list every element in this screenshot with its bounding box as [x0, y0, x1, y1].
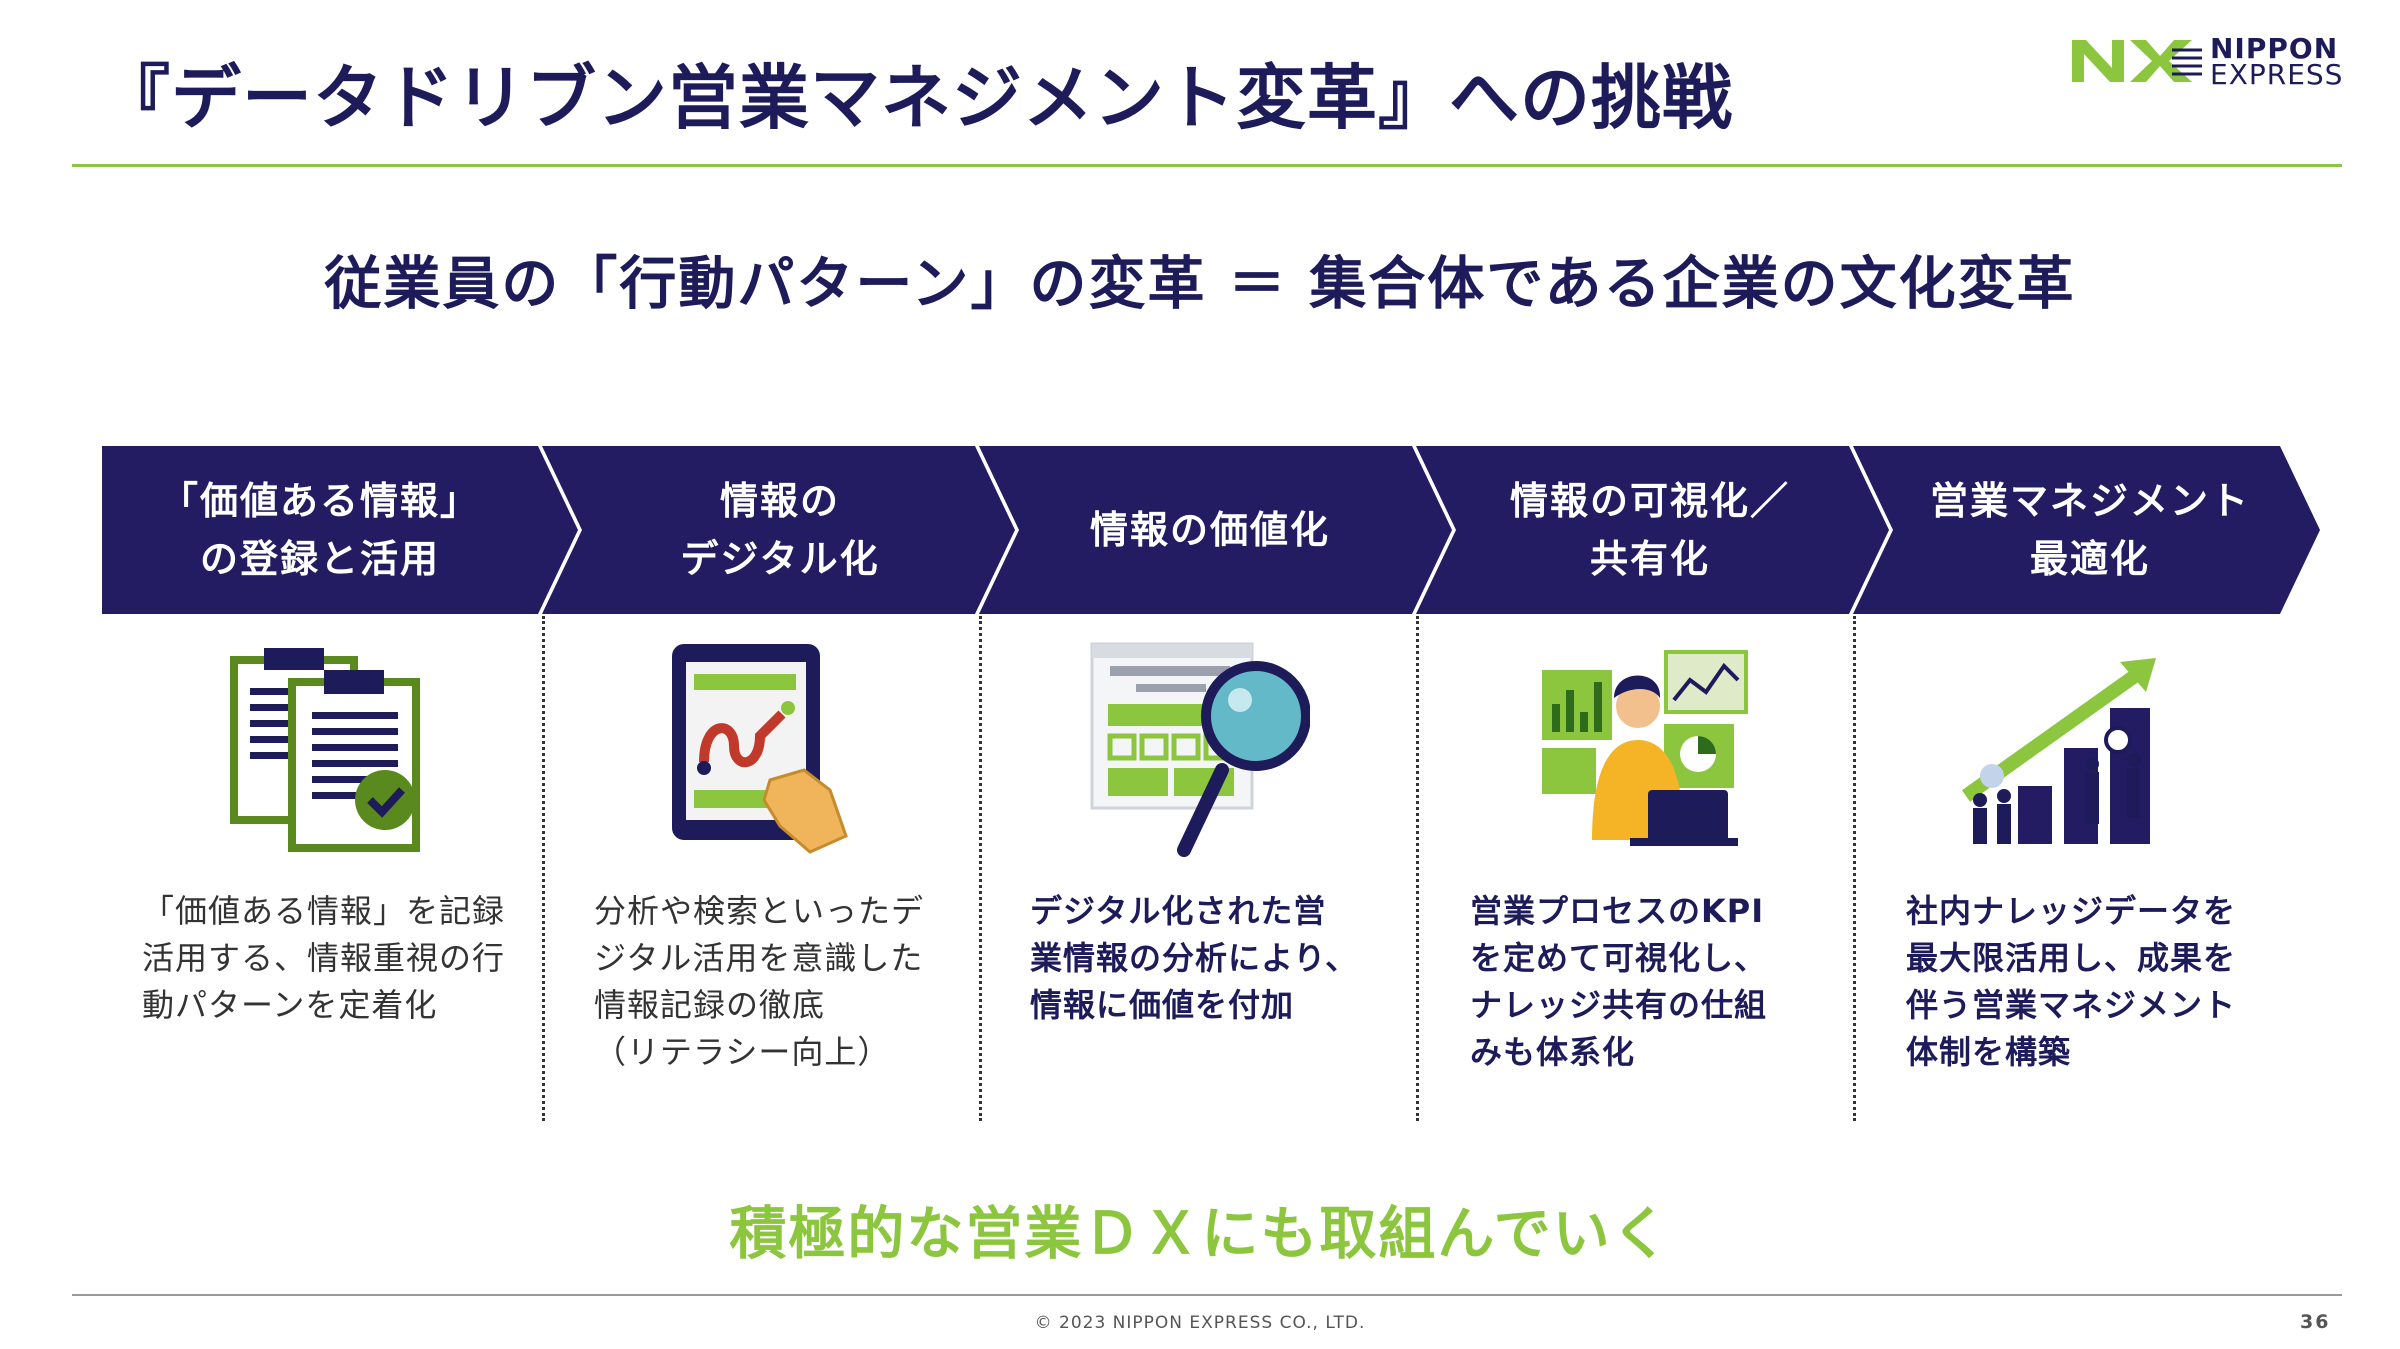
desc-line: ナレッジ共有の仕組: [1470, 986, 1768, 1024]
desc-line: 情報に価値を付加: [1030, 986, 1295, 1024]
step-5-label-line: 最適化: [2029, 537, 2150, 581]
header-rule: [72, 164, 2342, 167]
desc-line: ジタル活用を意識した: [594, 939, 924, 977]
nx-logo-icon: [2072, 40, 2202, 82]
copyright: © 2023 NIPPON EXPRESS CO., LTD.: [1034, 1313, 1366, 1333]
step-4-label: 情報の可視化／ 共有化: [1440, 446, 1860, 614]
step-5-label: 営業マネジメント最適化: [1880, 446, 2300, 614]
footer-rule: [72, 1294, 2342, 1296]
logo-line-1: NIPPON: [2210, 32, 2339, 65]
subtitle: 従業員の「行動パターン」の変革 ＝ 集合体である企業の文化変革: [324, 251, 2076, 317]
magnifier-analysis-icon: [1090, 642, 1310, 857]
desc-line: 伴う営業マネジメント: [1906, 986, 2237, 1024]
dashboard-person-icon: [1542, 650, 1748, 846]
step-2-description: 分析や検索といったデ ジタル活用を意識した 情報記録の徹底 （リテラシー向上）: [594, 888, 974, 1076]
step-4-description: 営業プロセスのKPI を定めて可視化し、 ナレッジ共有の仕組 みも体系化: [1470, 888, 1850, 1076]
step-1-label-line: の登録と活用: [199, 537, 440, 581]
step-1-label: 「価値ある情報」の登録と活用: [102, 446, 538, 614]
step-3-description: デジタル化された営 業情報の分析により、 情報に価値を付加: [1030, 888, 1410, 1029]
desc-line: 「価値ある情報」を記録: [142, 892, 506, 930]
column-divider: [1853, 616, 1856, 1121]
chevron-step-1: [102, 446, 578, 614]
desc-line: 情報記録の徹底: [594, 986, 826, 1024]
chevron-step-5: [1853, 446, 2320, 614]
page-number: 36: [2300, 1311, 2331, 1333]
step-2-label-line: デジタル化: [680, 537, 880, 581]
column-divider: [542, 616, 545, 1121]
process-chevron-banner: [102, 446, 2320, 614]
desc-line: 活用する、情報重視の行: [142, 939, 506, 977]
desc-line: 社内ナレッジデータを: [1906, 892, 2237, 930]
desc-line: みも体系化: [1470, 1033, 1636, 1071]
desc-line: 動パターンを定着化: [142, 986, 438, 1024]
chevron-step-4: [1416, 446, 1889, 614]
step-1-label-line: 「価値ある情報」: [159, 479, 480, 523]
step-4-label-line: 共有化: [1589, 537, 1710, 581]
logo-line-2: EXPRESS: [2210, 58, 2344, 91]
logo-wordmark: NIPPON EXPRESS: [2210, 32, 2344, 91]
step-5-label-line: 営業マネジメント: [1929, 479, 2250, 523]
desc-line: 体制を構築: [1906, 1033, 2072, 1071]
step-2-label: 情報のデジタル化: [570, 446, 990, 614]
chevron-step-3: [979, 446, 1452, 614]
step-3-label-line: 情報の価値化: [1089, 508, 1330, 552]
growth-chart-team-icon: [1961, 658, 2156, 844]
step-5-description: 社内ナレッジデータを 最大限活用し、成果を 伴う営業マネジメント 体制を構築: [1906, 888, 2286, 1076]
column-divider: [979, 616, 982, 1121]
column-divider: [1416, 616, 1419, 1121]
desc-line: （リテラシー向上）: [594, 1033, 891, 1071]
nippon-express-logo: NIPPON EXPRESS: [2072, 32, 2344, 91]
clipboard-checklist-icon: [230, 648, 420, 852]
step-1-description: 「価値ある情報」を記録 活用する、情報重視の行 動パターンを定着化: [142, 888, 522, 1029]
chevron-step-2: [542, 446, 1015, 614]
tablet-touch-icon: [672, 644, 848, 854]
step-4-label-line: 情報の可視化／: [1509, 479, 1790, 523]
desc-line: 営業プロセスのKPI: [1470, 892, 1765, 930]
desc-line: を定めて可視化し、: [1470, 939, 1768, 977]
page-title: 『データドリブン営業マネジメント変革』への挑戦: [100, 57, 1733, 139]
desc-line: デジタル化された営: [1030, 892, 1327, 930]
step-3-label: 情報の価値化: [1000, 446, 1420, 614]
desc-line: 業情報の分析により、: [1030, 939, 1359, 977]
closing-statement: 積極的な営業ＤＸにも取組んでいく: [729, 1201, 1671, 1267]
desc-line: 最大限活用し、成果を: [1906, 939, 2237, 977]
desc-line: 分析や検索といったデ: [594, 892, 925, 930]
step-2-label-line: 情報の: [719, 479, 840, 523]
